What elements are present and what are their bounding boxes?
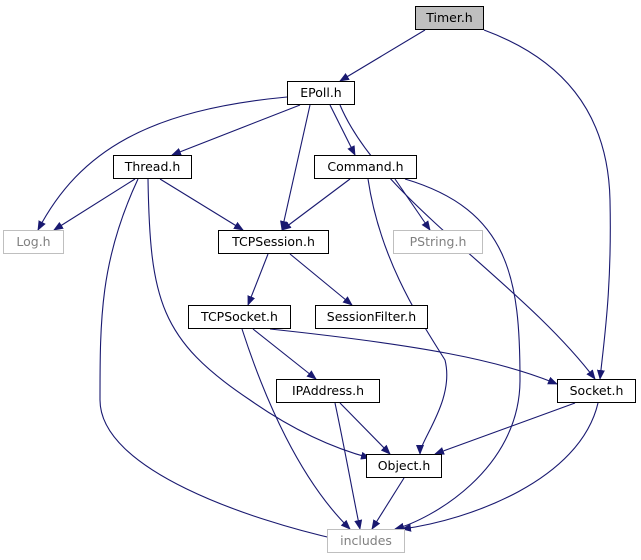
edge-ipaddress-to-includes bbox=[334, 402, 363, 530]
node-timer-h[interactable]: Timer.h bbox=[415, 6, 484, 30]
edge-epoll-to-tcpsession bbox=[280, 104, 311, 231]
node-object-h[interactable]: Object.h bbox=[366, 454, 442, 478]
edge-command-to-tcpsession bbox=[281, 178, 351, 231]
edge-timer-to-epoll bbox=[339, 29, 426, 82]
node-pstring-h[interactable]: PString.h bbox=[393, 230, 483, 254]
edge-thread-to-object bbox=[147, 178, 371, 460]
edge-tcpsession-to-sessionfilter bbox=[289, 253, 353, 306]
edge-object-to-includes bbox=[371, 477, 405, 530]
edge-command-to-pstring bbox=[394, 178, 431, 231]
edge-tcpsession-to-tcpsocket bbox=[247, 253, 269, 306]
edge-thread-to-log bbox=[53, 178, 136, 231]
node-tcpsocket-h[interactable]: TCPSocket.h bbox=[188, 305, 291, 329]
edge-socket-to-object bbox=[434, 402, 576, 455]
edge-command-to-includes bbox=[394, 178, 521, 531]
edge-epoll-to-command bbox=[329, 104, 356, 156]
node-socket-h[interactable]: Socket.h bbox=[557, 379, 636, 403]
edge-epoll-to-thread bbox=[171, 104, 301, 156]
node-sessionfilter-h[interactable]: SessionFilter.h bbox=[315, 305, 428, 329]
edge-tcpsocket-to-ipaddress bbox=[252, 328, 317, 380]
edge-socket-to-includes bbox=[401, 402, 599, 532]
edge-thread-to-includes bbox=[99, 178, 341, 542]
node-log-h[interactable]: Log.h bbox=[3, 230, 64, 254]
node-includes[interactable]: includes bbox=[327, 529, 405, 553]
edge-epoll-to-log bbox=[37, 96, 288, 231]
node-ipaddress-h[interactable]: IPAddress.h bbox=[276, 379, 380, 403]
node-epoll-h[interactable]: EPoll.h bbox=[287, 81, 355, 105]
node-command-h[interactable]: Command.h bbox=[314, 155, 417, 179]
edge-thread-to-tcpsession bbox=[159, 178, 244, 231]
node-thread-h[interactable]: Thread.h bbox=[113, 155, 192, 179]
edge-tcpsocket-to-socket bbox=[269, 328, 558, 385]
edge-ipaddress-to-object bbox=[339, 402, 391, 455]
node-tcpsession-h[interactable]: TCPSession.h bbox=[218, 230, 329, 254]
edge-tcpsocket-to-includes bbox=[241, 328, 351, 530]
edge-timer-to-socket bbox=[483, 29, 611, 380]
